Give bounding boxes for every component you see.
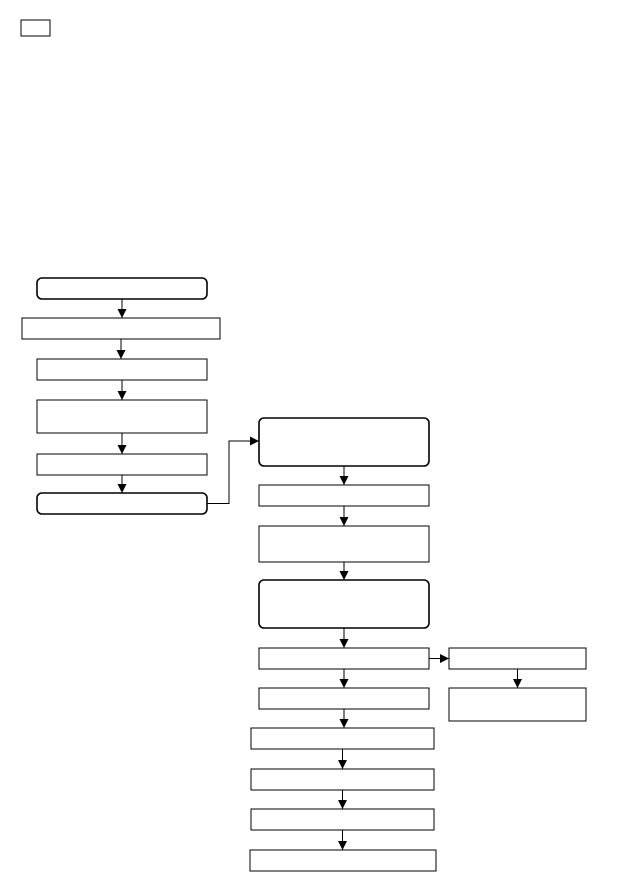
flow-node-box xyxy=(258,687,430,710)
flow-node-box xyxy=(250,768,435,791)
flow-node-n14 xyxy=(250,768,435,791)
flow-node-box xyxy=(249,849,437,872)
flow-node-n9 xyxy=(258,525,430,563)
flow-node-n11 xyxy=(258,647,430,670)
flow-node-box xyxy=(36,492,208,515)
nodes-layer xyxy=(21,277,587,872)
flow-node-box xyxy=(36,358,208,381)
corner-box xyxy=(20,19,51,37)
flow-node-box xyxy=(21,317,221,340)
flow-node-n1 xyxy=(36,277,208,300)
flow-node-box xyxy=(258,417,430,467)
flow-node-box xyxy=(258,484,430,507)
edges-layer xyxy=(116,299,522,850)
flow-node-n3 xyxy=(36,358,208,381)
flow-node-box xyxy=(258,647,430,670)
flow-node-box xyxy=(448,647,587,670)
flow-node-box xyxy=(250,727,435,750)
flow-node-n10 xyxy=(258,579,430,629)
flow-node-n6 xyxy=(36,492,208,515)
flow-node-n5 xyxy=(36,453,208,476)
flow-node-n17 xyxy=(448,647,587,670)
flow-node-box xyxy=(258,579,430,629)
flow-node-n15 xyxy=(250,808,435,831)
flow-node-n2 xyxy=(21,317,221,340)
flow-node-box xyxy=(448,687,587,722)
flow-node-box xyxy=(250,808,435,831)
flow-node-box xyxy=(36,277,208,300)
flow-node-n7 xyxy=(258,417,430,467)
flow-node-n4 xyxy=(36,399,208,434)
flow-node-n16 xyxy=(249,849,437,872)
flow-node-n8 xyxy=(258,484,430,507)
flow-node-box xyxy=(258,525,430,563)
flow-node-n13 xyxy=(250,727,435,750)
flow-node-n18 xyxy=(448,687,587,722)
flow-node-box xyxy=(36,453,208,476)
flow-node-n12 xyxy=(258,687,430,710)
flow-arrow-n6-n7 xyxy=(207,436,259,504)
flow-node-box xyxy=(36,399,208,434)
